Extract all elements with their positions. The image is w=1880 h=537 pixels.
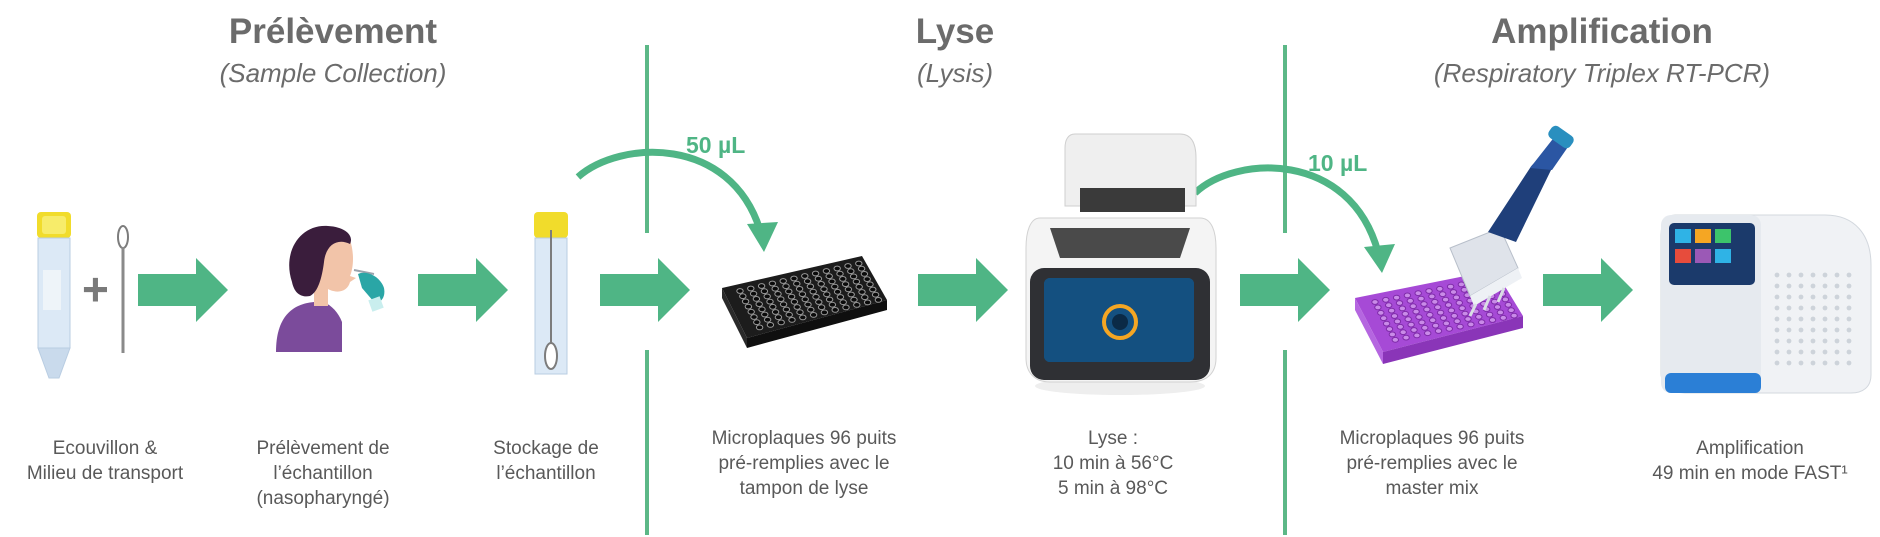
caption-line: Amplification bbox=[1696, 438, 1804, 459]
process-arrow-4 bbox=[918, 258, 1008, 322]
transport-tube-icon bbox=[37, 212, 71, 379]
step-caption-lysis: Lyse : 10 min à 56°C 5 min à 98°C bbox=[993, 426, 1233, 501]
phase-subtitle-amplification: (Respiratory Triplex RT-PCR) bbox=[1433, 58, 1771, 88]
caption-line: l’échantillon bbox=[496, 463, 596, 484]
process-arrow-6 bbox=[1543, 258, 1633, 322]
caption-line: master mix bbox=[1385, 478, 1479, 499]
caption-line: Ecouvillon & bbox=[52, 438, 158, 459]
process-arrow-2 bbox=[418, 258, 508, 322]
phase-title-lyse: Lyse bbox=[915, 12, 995, 51]
divider-bottom-1 bbox=[645, 350, 649, 535]
caption-line: (nasopharyngé) bbox=[256, 488, 390, 509]
storage-tube-icon bbox=[534, 212, 568, 375]
caption-line: Stockage de bbox=[493, 438, 599, 459]
caption-line: tampon de lyse bbox=[739, 478, 869, 499]
step-caption-swab-transport: Ecouvillon & Milieu de transport bbox=[0, 436, 225, 486]
caption-line: 49 min en mode FAST¹ bbox=[1652, 463, 1848, 484]
caption-line: Microplaques 96 puits bbox=[1339, 428, 1525, 449]
pcr-instrument-icon bbox=[1660, 214, 1872, 394]
process-arrow-3 bbox=[600, 258, 690, 322]
step-caption-sample-storage: Stockage de l’échantillon bbox=[426, 436, 666, 486]
caption-line: 10 min à 56°C bbox=[1052, 453, 1174, 474]
step-caption-master-mix-plate: Microplaques 96 puits pré-remplies avec … bbox=[1312, 426, 1552, 501]
caption-line: pré-remplies avec le bbox=[718, 453, 890, 474]
volume-label-50ul: 50 µL bbox=[686, 132, 746, 158]
nasal-swab-person-icon bbox=[276, 225, 385, 352]
step-caption-lysis-plate: Microplaques 96 puits pré-remplies avec … bbox=[684, 426, 924, 501]
volume-label-10ul: 10 µL bbox=[1308, 150, 1368, 176]
phase-subtitle-prelevement: (Sample Collection) bbox=[219, 58, 447, 88]
divider-bottom-2 bbox=[1283, 350, 1287, 535]
caption-line: Prélèvement de bbox=[256, 438, 390, 459]
caption-line: l’échantillon bbox=[273, 463, 373, 484]
plus-sign: + bbox=[82, 263, 109, 315]
multichannel-pipette-icon bbox=[1449, 125, 1574, 317]
phase-subtitle-lyse: (Lysis) bbox=[916, 58, 994, 88]
caption-line: Microplaques 96 puits bbox=[711, 428, 897, 449]
phase-title-amplification: Amplification bbox=[1491, 12, 1713, 51]
step-caption-amplification: Amplification 49 min en mode FAST¹ bbox=[1630, 436, 1870, 486]
caption-line: pré-remplies avec le bbox=[1346, 453, 1518, 474]
thermal-cycler-icon bbox=[1025, 133, 1217, 395]
lysis-microplate-icon bbox=[722, 256, 887, 348]
divider-top-2 bbox=[1283, 45, 1287, 233]
caption-line: 5 min à 98°C bbox=[1057, 478, 1169, 499]
step-caption-sample-collection: Prélèvement de l’échantillon (nasopharyn… bbox=[203, 436, 443, 511]
process-arrow-5 bbox=[1240, 258, 1330, 322]
caption-line: Lyse : bbox=[1088, 428, 1138, 449]
process-arrow-1 bbox=[138, 258, 228, 322]
divider-top-1 bbox=[645, 45, 649, 233]
caption-line: Milieu de transport bbox=[26, 463, 184, 484]
phase-title-prelevement: Prélèvement bbox=[228, 12, 438, 51]
swab-icon bbox=[117, 225, 129, 353]
